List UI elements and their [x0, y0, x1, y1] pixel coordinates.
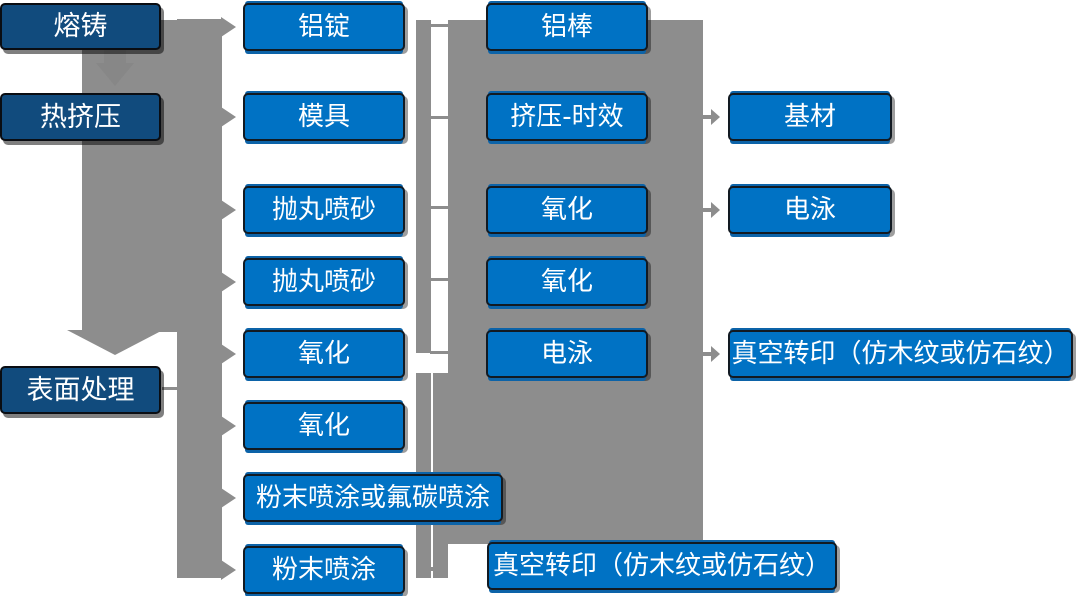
node-powder-fluorocarbon: 粉末喷涂或氟碳喷涂 [243, 474, 503, 522]
node-vacuum-transfer-b-label: 真空转印（仿木纹或仿石纹） [731, 339, 1070, 369]
node-mold-label: 模具 [297, 102, 350, 132]
arrow-to-oxidation-a [221, 344, 236, 364]
node-surface-treatment: 表面处理 [0, 366, 161, 414]
node-powder-coating: 粉末喷涂 [243, 546, 405, 594]
node-shot-blast-1: 抛丸喷砂 [243, 186, 405, 234]
node-powder-fluorocarbon-label: 粉末喷涂或氟碳喷涂 [255, 483, 490, 513]
node-electrophoresis-a-label: 电泳 [540, 339, 593, 369]
node-vacuum-transfer-b: 真空转印（仿木纹或仿石纹） [728, 330, 1073, 378]
node-shot-blast-2-label: 抛丸喷砂 [271, 267, 376, 297]
node-vacuum-transfer-a-label: 真空转印（仿木纹或仿石纹） [492, 551, 831, 581]
node-powder-coating-label: 粉末喷涂 [271, 555, 376, 585]
arrow-melting-to-hot-extrusion-head [96, 63, 134, 86]
arrow-oxidation-to-electrophoresis-stem [703, 208, 712, 212]
node-oxidation-b-label: 氧化 [297, 411, 350, 441]
node-oxidation-c: 氧化 [486, 186, 648, 234]
node-surface-treatment-label: 表面处理 [26, 374, 135, 406]
node-hot-extrusion-label: 热挤压 [40, 101, 121, 133]
tick-electrophoresis-a [430, 351, 448, 354]
node-aluminum-rod-label: 铝棒 [540, 12, 593, 42]
arrow-electrophoresis-to-vacuum-head [711, 346, 720, 362]
connector-trunk-column2 [177, 19, 222, 578]
arrow-electrophoresis-to-vacuum-stem [703, 352, 712, 356]
arrow-oxidation-to-electrophoresis-head [711, 202, 720, 218]
tick-vacuum-transfer-a [429, 567, 448, 571]
node-melting: 熔铸 [0, 3, 161, 50]
node-melting-label: 熔铸 [53, 11, 108, 42]
arrow-to-surface-treatment [67, 330, 163, 355]
node-vacuum-transfer-a: 真空转印（仿木纹或仿石纹） [487, 542, 837, 590]
arrow-melting-to-hot-extrusion-stem [104, 50, 126, 64]
arrow-extrusion-aging-to-substrate-head [711, 109, 720, 125]
arrow-to-shot-blast-1 [221, 200, 236, 220]
node-substrate: 基材 [728, 93, 892, 141]
arrow-to-aluminum-ingot [221, 17, 236, 37]
arrow-to-powder-fluorocarbon [221, 488, 236, 508]
node-shot-blast-1-label: 抛丸喷砂 [271, 195, 376, 225]
tick-oxidation-d [430, 278, 448, 281]
node-substrate-label: 基材 [783, 102, 836, 132]
node-hot-extrusion: 热挤压 [0, 93, 161, 141]
connector-bar-upper [416, 20, 431, 353]
node-oxidation-d: 氧化 [486, 258, 648, 306]
arrow-extrusion-aging-to-substrate-stem [703, 115, 712, 119]
connector-surface-treatment-to-trunk [162, 387, 178, 390]
node-electrophoresis-b-label: 电泳 [783, 195, 836, 225]
node-oxidation-a: 氧化 [243, 330, 405, 378]
node-extrusion-aging-label: 挤压-时效 [510, 102, 624, 132]
node-electrophoresis-b: 电泳 [728, 186, 892, 234]
node-electrophoresis-a: 电泳 [486, 330, 648, 378]
arrow-to-mold [221, 107, 236, 127]
node-oxidation-a-label: 氧化 [297, 339, 350, 369]
arrow-to-powder-coating [221, 560, 236, 580]
arrow-to-oxidation-b [221, 416, 236, 436]
tick-oxidation-c [430, 206, 448, 209]
node-shot-blast-2: 抛丸喷砂 [243, 258, 405, 306]
node-mold: 模具 [243, 93, 405, 141]
tick-extrusion-aging [430, 116, 448, 119]
node-aluminum-ingot: 铝锭 [243, 3, 405, 51]
node-oxidation-b: 氧化 [243, 402, 405, 450]
node-aluminum-ingot-label: 铝锭 [297, 12, 350, 42]
tick-aluminum-rod [430, 24, 448, 27]
node-oxidation-c-label: 氧化 [540, 195, 593, 225]
node-oxidation-d-label: 氧化 [540, 267, 593, 297]
arrow-to-shot-blast-2 [221, 272, 236, 292]
node-aluminum-rod: 铝棒 [486, 3, 648, 51]
node-extrusion-aging: 挤压-时效 [486, 93, 648, 141]
